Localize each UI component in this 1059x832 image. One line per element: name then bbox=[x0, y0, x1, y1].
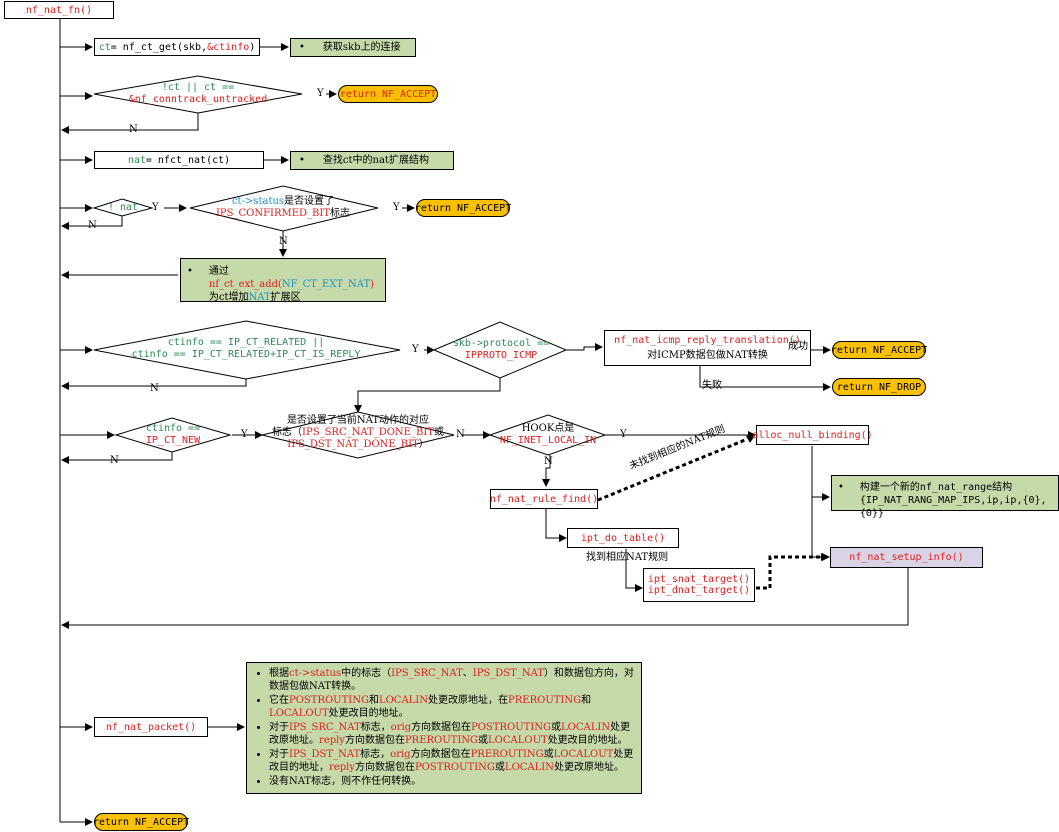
alloc-null-binding-box: alloc_null_binding() bbox=[752, 425, 873, 445]
note-range: • 构建一个新的nf_nat_range结构 {IP_NAT_RANG_MAP_… bbox=[831, 475, 1059, 519]
label-y-not-nat: Y bbox=[152, 202, 159, 213]
label-y-hook: Y bbox=[620, 429, 627, 440]
note-packet-item: 它在POSTROUTING和LOCALIN处更改原地址，在PREROUTING和… bbox=[269, 694, 635, 720]
note-packet: 根据ct->status中的标志（IPS_SRC_NAT、IPS_DST_NAT… bbox=[246, 662, 642, 794]
nf-nat-fn-box: nf_nat_fn() bbox=[4, 1, 114, 19]
decision-ct-new bbox=[114, 417, 232, 453]
snat-dnat-target-box: ipt_snat_target() ipt_dnat_target() bbox=[643, 568, 755, 602]
decision-hook-text: HOOK点是 NF_INET_LOCAL_IN bbox=[499, 423, 597, 446]
setup-info-box: nf_nat_setup_info() bbox=[830, 547, 983, 568]
decision-protocol-text: skb->protocol == IPPROTO_ICMP bbox=[452, 338, 550, 361]
decision-ct-new-text: ctinfo == IP_CT_NEW bbox=[145, 423, 201, 446]
get-ct-box: ct = nf_ct_get(skb, &ctinfo) bbox=[94, 38, 260, 56]
nat-assign-call: = nfct_nat(ct) bbox=[145, 154, 231, 166]
label-y-ct-new: Y bbox=[241, 429, 248, 440]
label-y-untracked: Y bbox=[317, 88, 324, 99]
note-packet-item: 根据ct->status中的标志（IPS_SRC_NAT、IPS_DST_NAT… bbox=[269, 667, 635, 693]
label-n-ct-new: N bbox=[110, 455, 119, 466]
label-y-confirmed: Y bbox=[393, 202, 400, 213]
label-n-hook: N bbox=[544, 456, 553, 467]
return-accept-final: return NF_ACCEPT bbox=[93, 813, 189, 831]
decision-untracked-text: !ct || ct == &nf_conntrack_untracked bbox=[128, 82, 268, 105]
label-success: 成功 bbox=[788, 341, 808, 352]
decision-confirmed-text: ct->status是否设置了 IPS_CONFIRMED_BIT标志 bbox=[215, 196, 351, 219]
decision-related-text: ctinfo == IP_CT_RELATED || ctinfo == IP_… bbox=[131, 337, 361, 360]
return-drop: return NF_DROP bbox=[832, 378, 926, 396]
note-add-ext: • 通过nf_ct_ext_add(NF_CT_EXT_NAT) 为ct增加NA… bbox=[180, 258, 386, 303]
ct-var: ct bbox=[98, 41, 111, 53]
note-packet-item: 没有NAT标志，则不作任何转换。 bbox=[269, 775, 635, 788]
nat-assign-box: nat = nfct_nat(ct) bbox=[94, 151, 264, 169]
nat-var: nat bbox=[127, 154, 146, 166]
rule-find-box: nf_nat_rule_find() bbox=[490, 489, 598, 509]
label-n-related: N bbox=[150, 383, 159, 394]
decision-related bbox=[93, 320, 401, 380]
decision-hook bbox=[488, 414, 607, 456]
get-ct-call: = nf_ct_get(skb, bbox=[110, 41, 208, 53]
label-found: 找到相应NAT规则 bbox=[586, 552, 669, 563]
decision-done-bit-text: 是否设置了当前NAT动作的对应 标志（IPS_SRC_NAT_DONE_BIT或… bbox=[272, 415, 444, 450]
ctinfo-var: &ctinfo bbox=[207, 41, 250, 53]
nat-packet-box: nf_nat_packet() bbox=[94, 717, 208, 737]
decision-untracked bbox=[93, 75, 303, 114]
label-fail: 失败 bbox=[702, 380, 722, 391]
label-y-related: Y bbox=[412, 344, 419, 355]
label-n-not-nat: N bbox=[88, 220, 97, 231]
note-find-ext: •查找ct中的nat扩展结构 bbox=[290, 151, 454, 170]
decision-protocol bbox=[432, 321, 568, 379]
note-packet-item: 对于IPS_DST_NAT标志，orig方向数据包在PREROUTING或LOC… bbox=[269, 748, 635, 774]
return-accept-1: return NF_ACCEPT bbox=[338, 85, 438, 103]
return-accept-2: return NF_ACCEPT bbox=[415, 199, 511, 217]
note-packet-item: 对于IPS_SRC_NAT标志，orig方向数据包在POSTROUTING或LO… bbox=[269, 721, 635, 747]
decision-not-nat bbox=[92, 198, 154, 217]
note-get-conn: •获取skb上的连接 bbox=[290, 38, 416, 57]
label-n-confirmed: N bbox=[279, 236, 288, 247]
icmp-translation-box: nf_nat_icmp_reply_translation() 对ICMP数据包… bbox=[604, 330, 811, 366]
label-n-untracked: N bbox=[129, 124, 138, 135]
decision-confirmed bbox=[189, 185, 379, 232]
label-n-done-bit: N bbox=[456, 429, 465, 440]
decision-not-nat-text: ! nat bbox=[107, 202, 139, 213]
ipt-do-table-box: ipt_do_table() bbox=[567, 528, 679, 548]
decision-done-bit bbox=[261, 411, 455, 459]
return-accept-3: return NF_ACCEPT bbox=[831, 341, 927, 359]
